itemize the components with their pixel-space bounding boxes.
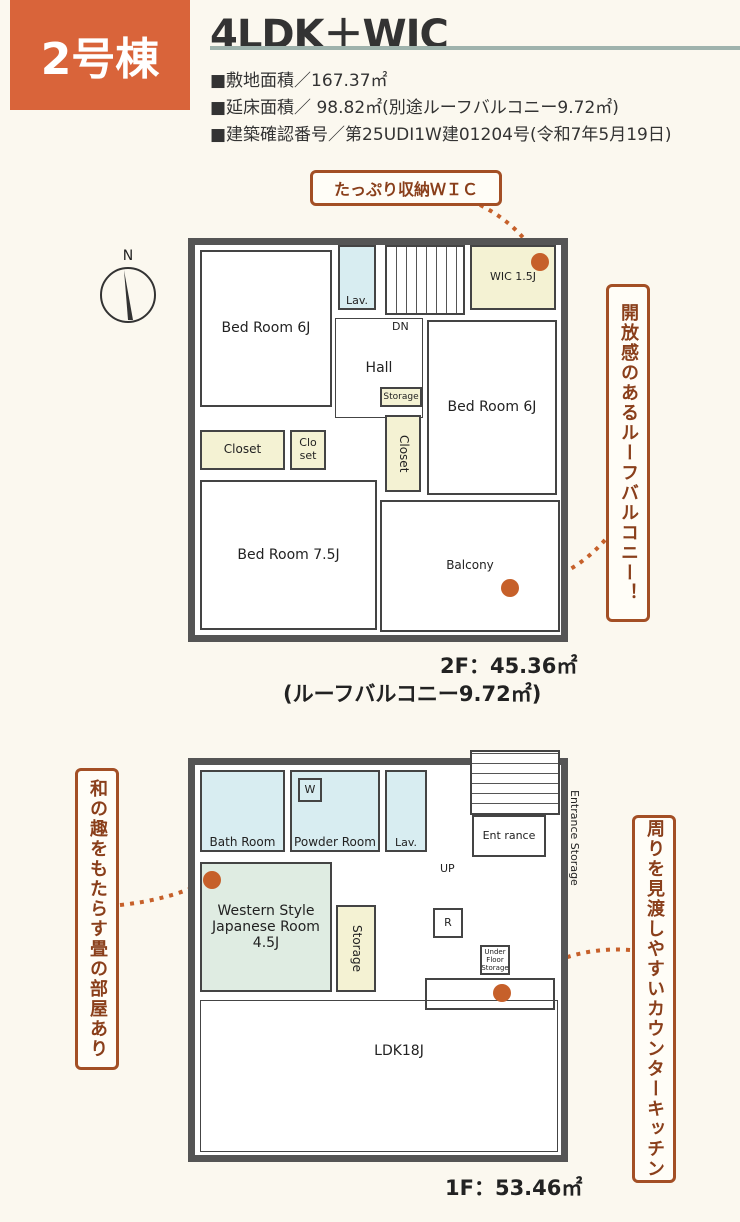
ldk-label: LDK18J (374, 1042, 424, 1059)
floor1-area: 1F：53.46㎡ (445, 1176, 583, 1200)
plan-title: 4LDK＋WIC (210, 12, 449, 58)
stairs-up-label: UP (440, 862, 455, 875)
callout-balcony: 開放感のあるルーフバルコニー！ (606, 284, 650, 622)
washer-icon: W (298, 778, 322, 802)
room-storage-2f: Storage (380, 387, 422, 407)
callout-marker-tatami (203, 871, 221, 889)
callout-marker-wic (531, 253, 549, 271)
permit-number: ■建築確認番号／第25UDI1W建01204号(令和7年5月19日) (210, 125, 672, 145)
room-bed-2f-c: Bed Room 6J (427, 320, 557, 495)
roof-balcony-area: (ルーフバルコニー9.72㎡) (283, 682, 542, 706)
kitchen-counter (425, 978, 555, 1010)
entrance-storage-label: Entrance Storage (568, 790, 581, 886)
callout-marker-kitchen (493, 984, 511, 1002)
room-closet-2f-c: Closet (385, 415, 421, 492)
callout-kitchen: 周りを見渡しやすいカウンターキッチン (632, 815, 676, 1183)
site-area: ■敷地面積／167.37㎡ (210, 71, 388, 91)
stairs-2f (385, 245, 465, 315)
callout-marker-balcony (501, 579, 519, 597)
room-bed-2f-b: Bed Room 7.5J (200, 480, 377, 630)
room-storage-1f: Storage (336, 905, 376, 992)
room-bath: Bath Room (200, 770, 285, 852)
room-lav-1f: Lav. (385, 770, 427, 852)
hall-label: Hall (365, 359, 393, 376)
compass-icon: N (97, 248, 159, 333)
callout-wic: たっぷり収納ＷＩＣ (310, 170, 502, 206)
floor2-area: 2F：45.36㎡ (440, 654, 578, 678)
underfloor-storage: Under Floor Storage (480, 945, 510, 975)
hall-2f: Hall (335, 318, 423, 418)
room-closet-2f-a: Closet (200, 430, 285, 470)
room-powder: Powder Room (290, 770, 380, 852)
callout-tatami: 和の趣をもたらす畳の部屋あり (75, 768, 119, 1070)
stairs-down-label: DN (392, 320, 409, 333)
room-ldk: LDK18J (200, 1000, 558, 1152)
room-japanese: Western Style Japanese Room 4.5J (200, 862, 332, 992)
compass-label: N (122, 248, 134, 264)
room-bed-2f-a: Bed Room 6J (200, 250, 332, 407)
room-closet-2f-b: Clo set (290, 430, 326, 470)
building-badge: 2号棟 (10, 0, 190, 110)
title-divider (210, 46, 740, 50)
entrance: Ent rance (472, 815, 546, 857)
floor-area: ■延床面積／ 98.82㎡(別途ルーフバルコニー9.72㎡) (210, 98, 619, 118)
refrigerator-space: R (433, 908, 463, 938)
stairs-1f (470, 750, 560, 815)
balcony: Balcony (380, 500, 560, 632)
room-lav-2f: Lav. (338, 245, 376, 310)
